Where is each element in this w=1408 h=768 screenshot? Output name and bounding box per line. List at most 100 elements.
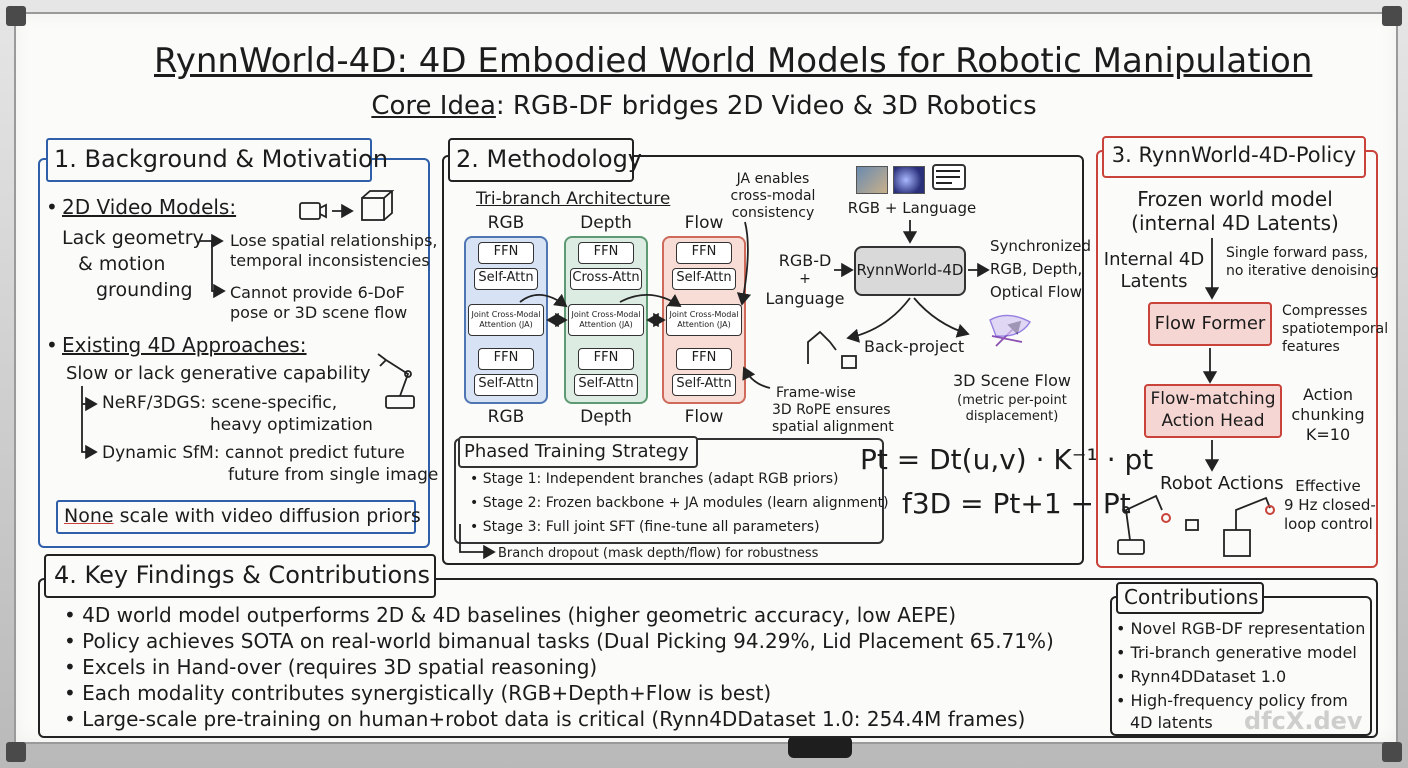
frame-corner [1382,6,1402,26]
flow-self-attn-top: Self-Attn [672,268,736,290]
ja-note-3: consistency [731,205,815,221]
branch-flow-footer: Flow [684,407,724,427]
finding-text-4: Each modality contributes synergisticall… [82,681,772,705]
depth-ja-block: Joint Cross-Modal Attention (JA) [568,304,644,336]
core-model-label: RynnWorld-4D [856,261,964,279]
chunking-2: chunking [1291,405,1365,424]
robot-arm-icon [1117,494,1271,557]
video-models-label: 2D Video Models: [62,195,237,219]
bullet: • [46,195,58,219]
compress-2: spatiotemporal [1282,321,1389,337]
rope-note-1: Frame-wise [776,385,856,401]
rgbd-input-3: Language [765,289,845,308]
depth-ffn-top: FFN [578,242,634,264]
contribution-item: • Rynn4DDataset 1.0 [1116,667,1287,686]
finding-item: • Policy achieves SOTA on real-world bim… [64,629,1054,653]
effective-3: loop control [1284,515,1373,533]
chunking-1: Action [1302,385,1354,404]
outputs-3: Optical Flow [990,283,1082,301]
action-head-box [1144,384,1282,438]
contributions-heading: Contributions [1124,585,1259,609]
contribution-item: • High-frequency policy from [1116,691,1348,710]
latents-2: Latents [1120,271,1188,292]
branch-depth-name: Depth [580,213,632,233]
stage-1-text: Stage 1: Independent branches (adapt RGB… [482,471,839,487]
rgb-ja-block: Joint Cross-Modal Attention (JA) [468,304,544,336]
frozen-1: Frozen world model [1137,187,1333,211]
finding-text-3: Excels in Hand-over (requires 3D spatial… [82,655,598,679]
findings-heading: 4. Key Findings & Contributions [54,561,430,589]
flow-ffn-bottom: FFN [676,348,732,370]
frame-corner [6,742,26,762]
scene-flow-sub-2: displacement) [965,409,1059,424]
depth-cross-attn: Cross-Attn [570,268,642,290]
rgb-thumbnail-icon [856,166,888,194]
equation-flow: f3D = Pt+1 − Pt [902,487,1131,520]
finding-item: • Excels in Hand-over (requires 3D spati… [64,655,598,679]
rgbd-input-1: RGB-D [778,251,832,270]
contribution-text-2: Tri-branch generative model [1130,643,1357,662]
bullet: • [46,333,58,357]
rope-note-2: 3D RoPE ensures [772,402,891,418]
finding-text-5: Large-scale pre-training on human+robot … [82,707,1026,731]
compress-3: features [1282,339,1340,355]
action-head-2: Action Head [1161,411,1265,431]
methodology-heading-box [448,138,634,182]
sfm-a: Dynamic SfM: cannot predict future [102,443,405,463]
flow-former-label: Flow Former [1154,313,1266,334]
single-pass-2: no iterative denoising [1226,263,1379,279]
rgb-self-attn-top: Self-Attn [474,268,538,290]
finding-item: • Each modality contributes synergistica… [64,681,772,705]
video-models-left-2: & motion [78,253,166,275]
finding-item: • Large-scale pre-training on human+robo… [64,707,1026,731]
finding-text-2: Policy achieves SOTA on real-world biman… [82,629,1054,653]
watermark: dfcX.dev [1244,707,1363,735]
ja-note-1: JA enables [736,171,810,187]
video-models-left-3: grounding [96,279,193,301]
policy-heading: 3. RynnWorld-4D-Policy [1111,143,1357,167]
background-heading: 1. Background & Motivation [54,145,389,173]
stage-3-text: Stage 3: Full joint SFT (fine-tune all p… [482,519,820,535]
core-idea-label: Core Idea [371,91,496,121]
depth-thumbnail-icon [893,166,925,194]
branch-depth-footer: Depth [580,407,632,427]
flow-ffn-top: FFN [676,242,732,264]
action-head-1: Flow-matching [1150,389,1276,409]
depth-ffn-bottom: FFN [578,348,634,370]
single-pass-1: Single forward pass, [1226,245,1369,261]
contribution-text-1: Novel RGB-DF representation [1130,619,1366,638]
none-rest: scale with video diffusion priors [113,505,421,527]
branch-flow-name: Flow [684,213,724,233]
background-heading-box [46,138,372,182]
video-models-left-1: Lack geometry [62,227,204,249]
contribution-text-5: 4D latents [1130,713,1213,732]
nerf-b: heavy optimization [210,415,373,435]
dropout-note: Branch dropout (mask depth/flow) for rob… [498,546,819,561]
page-title: RynnWorld-4D: 4D Embodied World Models f… [154,41,1313,81]
contribution-text-3: Rynn4DDataset 1.0 [1130,667,1287,686]
equation-point: Pt = Dt(u,v) · K⁻¹ · pt [860,443,1154,476]
compress-1: Compresses [1282,303,1368,319]
effect2-b: pose or 3D scene flow [230,303,408,322]
rgb-self-attn-bottom: Self-Attn [474,374,538,396]
robot-actions-label: Robot Actions [1160,473,1284,494]
outputs-2: RGB, Depth, [990,260,1083,278]
findings-panel [38,578,1378,738]
effect2-a: Cannot provide 6-DoF [230,283,405,302]
sfm-b: future from single image [228,465,439,485]
core-model-box [854,246,966,296]
rope-note-3: spatial alignment [772,419,894,435]
contribution-item: • Tri-branch generative model [1116,643,1357,662]
methodology-heading: 2. Methodology [456,145,643,173]
rgb-ffn-top: FFN [478,242,534,264]
back-project-label: Back-project [864,337,965,356]
effect1-b: temporal inconsistencies [230,251,430,270]
robot-arm-icon [377,353,415,409]
policy-heading-box [1102,136,1366,178]
core-idea: Core Idea: RGB-DF bridges 2D Video & 3D … [300,91,1108,121]
scene-flow-title: 3D Scene Flow [953,371,1071,390]
none-word: None [64,505,114,527]
effective-2: 9 Hz closed- [1284,496,1376,514]
methodology-panel [442,155,1084,565]
